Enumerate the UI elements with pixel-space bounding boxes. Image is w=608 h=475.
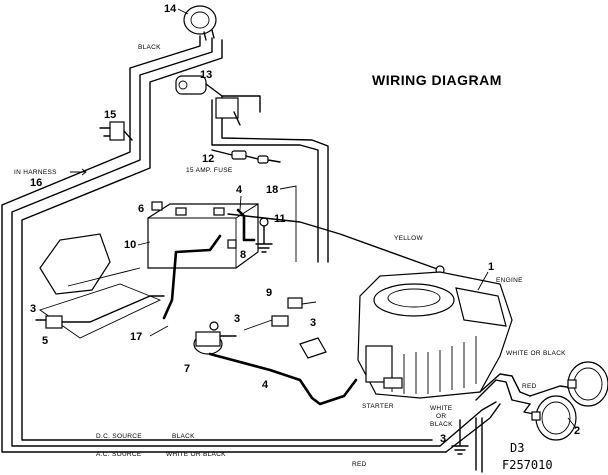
label-fuse: 15 AMP. FUSE xyxy=(186,167,233,174)
callout-2: 2 xyxy=(574,425,580,437)
callout-4-starter: 4 xyxy=(262,379,269,391)
starter-cable xyxy=(208,352,358,406)
label-dc-black: BLACK xyxy=(172,433,195,440)
label-white-or-black-right: WHITE OR BLACK xyxy=(506,350,566,357)
label-engine: ENGINE xyxy=(496,277,523,284)
label-ac-white-or-black: WHITE OR BLACK xyxy=(166,451,226,458)
label-black-top: BLACK xyxy=(138,44,161,51)
label-ac-source: A.C. SOURCE xyxy=(96,451,142,458)
safety-switch-component xyxy=(243,297,327,359)
fuse-component xyxy=(211,149,281,164)
callout-16: 16 xyxy=(30,177,42,189)
seat-switch-component xyxy=(99,121,133,141)
label-dc-source: D.C. SOURCE xyxy=(96,433,142,440)
battery-bolt-component xyxy=(151,201,163,211)
callout-15: 15 xyxy=(104,109,116,121)
callout-18: 18 xyxy=(266,184,278,196)
callout-11: 11 xyxy=(274,213,286,225)
callout-3-switch: 3 xyxy=(310,317,316,329)
yellow-wire xyxy=(227,213,441,271)
callout-3-left: 3 xyxy=(30,303,36,315)
label-starter: STARTER xyxy=(362,403,394,410)
label-red-right: RED xyxy=(522,383,537,390)
callout-12: 12 xyxy=(202,153,214,165)
reference-line-2: F257010 xyxy=(502,458,553,472)
label-in-harness: IN HARNESS xyxy=(14,169,57,176)
left-switch-component xyxy=(35,295,165,329)
reference-line-1: D3 xyxy=(510,441,524,455)
headlight-components xyxy=(531,361,608,441)
callout-3-solenoid: 3 xyxy=(234,313,240,325)
main-harness xyxy=(1,35,447,453)
callout-3-ground: 3 xyxy=(440,433,446,445)
callout-7: 7 xyxy=(184,363,190,375)
callout-6: 6 xyxy=(138,203,144,215)
engine-component xyxy=(357,271,513,399)
callout-17: 17 xyxy=(130,331,142,343)
label-white-or-black-mid-1: WHITE xyxy=(430,405,453,412)
ignition-switch-component xyxy=(175,75,329,263)
callout-1: 1 xyxy=(488,261,494,273)
callout-4-battery: 4 xyxy=(236,184,243,196)
battery-component xyxy=(147,203,259,320)
solenoid-component xyxy=(193,321,237,355)
label-white-or-black-mid-3: BLACK xyxy=(430,421,453,428)
ground-symbol xyxy=(451,419,469,455)
frame-console xyxy=(39,233,162,339)
label-yellow: YELLOW xyxy=(394,235,423,242)
callout-9: 9 xyxy=(266,287,272,299)
label-red-bottom: RED xyxy=(352,461,367,468)
callout-13: 13 xyxy=(200,69,212,81)
callout-5: 5 xyxy=(42,335,48,347)
label-white-or-black-mid-2: OR xyxy=(436,413,446,420)
callout-10: 10 xyxy=(124,239,136,251)
key-switch-component xyxy=(183,5,217,41)
negative-terminal-component xyxy=(227,239,237,249)
callout-8: 8 xyxy=(240,249,246,261)
callout-14: 14 xyxy=(164,3,177,15)
diagram-title: WIRING DIAGRAM xyxy=(372,72,502,88)
